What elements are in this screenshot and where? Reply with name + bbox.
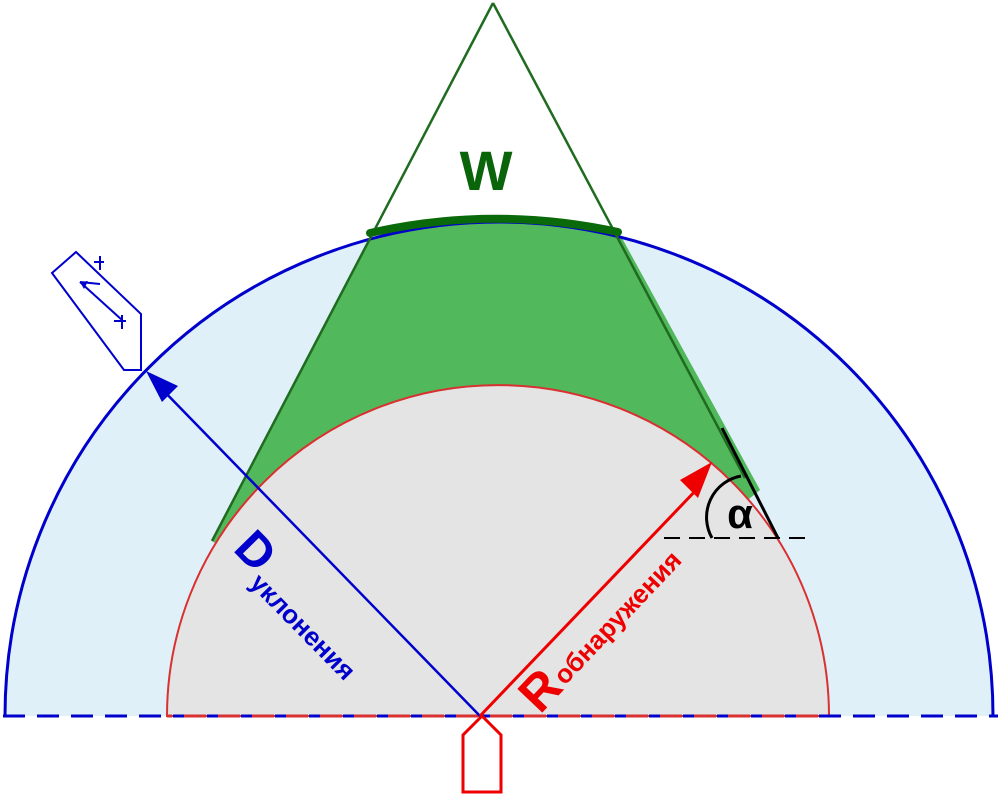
alpha-arc bbox=[705, 474, 742, 539]
r-arrowhead bbox=[680, 462, 712, 498]
cone-right-edge bbox=[491, 2, 747, 479]
r-detection-line bbox=[478, 484, 702, 718]
alpha-tangent-line bbox=[720, 427, 780, 539]
w-arc bbox=[366, 214, 622, 237]
inner-detection-zone bbox=[165, 384, 831, 717]
target-vessel-icon bbox=[50, 250, 142, 371]
cone-left-edge bbox=[210, 2, 495, 542]
d-arrowhead bbox=[146, 371, 178, 402]
alpha-label: α bbox=[727, 490, 753, 537]
own-ship-icon bbox=[461, 713, 503, 794]
w-label: W bbox=[460, 139, 513, 202]
d-deviation-line bbox=[157, 384, 481, 717]
